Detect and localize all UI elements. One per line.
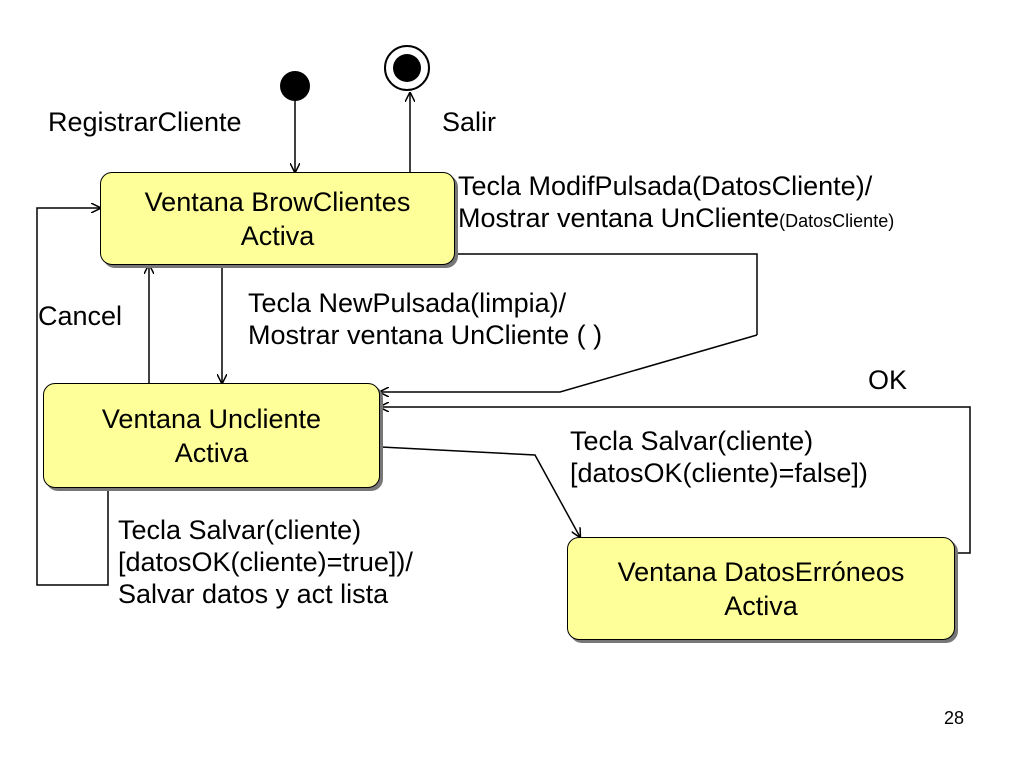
label-registrar-cliente: RegistrarCliente [48,107,242,137]
label-cancel: Cancel [38,301,123,331]
label-salvar-true-line2: [datosOK(cliente)=true])/ [118,547,413,577]
state-datos-erroneos: Ventana DatosErróneos Activa [567,537,955,640]
state-uncliente-line2: Activa [174,437,249,468]
state-uncliente-line1: Ventana Uncliente [101,403,322,434]
label-new-line1: Tecla NewPulsada(limpia)/ [248,288,567,318]
label-modif-line2-small: (DatosCliente) [779,211,895,231]
label-salvar-false-line1: Tecla Salvar(cliente) [570,426,814,456]
transition-ok [380,407,971,554]
label-modif-line2: Mostrar ventana UnCliente(DatosCliente) [458,202,894,237]
state-brow-line1: Ventana BrowClientes [144,186,411,217]
label-new: Tecla NewPulsada(limpia)/ Mostrar ventan… [248,287,602,351]
transition-modif-end [380,334,758,392]
label-salvar-false: Tecla Salvar(cliente) [datosOK(cliente)=… [570,425,868,489]
label-modif-line1: Tecla ModifPulsada(DatosCliente)/ [458,171,873,201]
label-salir: Salir [442,107,497,137]
state-brow-line2: Activa [240,220,315,251]
label-salvar-true-line3: Salvar datos y act lista [118,579,389,609]
label-salvar-false-line2: [datosOK(cliente)=false]) [570,458,868,488]
label-salvar-true: Tecla Salvar(cliente) [datosOK(cliente)=… [118,514,413,610]
initial-state-icon [280,71,310,101]
state-erroneos-line1: Ventana DatosErróneos [617,556,905,587]
label-modif: Tecla ModifPulsada(DatosCliente)/ Mostra… [458,170,894,237]
state-uncliente: Ventana Uncliente Activa [43,383,380,488]
label-new-line2: Mostrar ventana UnCliente ( ) [248,320,603,350]
state-erroneos-line2: Activa [724,590,798,621]
label-modif-line2-main: Mostrar ventana UnCliente [458,203,780,233]
page-number: 28 [943,708,964,728]
label-ok: OK [868,365,908,395]
transition-salvar-false [379,446,580,537]
label-salvar-true-line1: Tecla Salvar(cliente) [118,515,362,545]
transition-modif [455,253,758,335]
state-brow-clientes: Ventana BrowClientes Activa [100,172,455,265]
transition-salvar-true [36,208,109,586]
